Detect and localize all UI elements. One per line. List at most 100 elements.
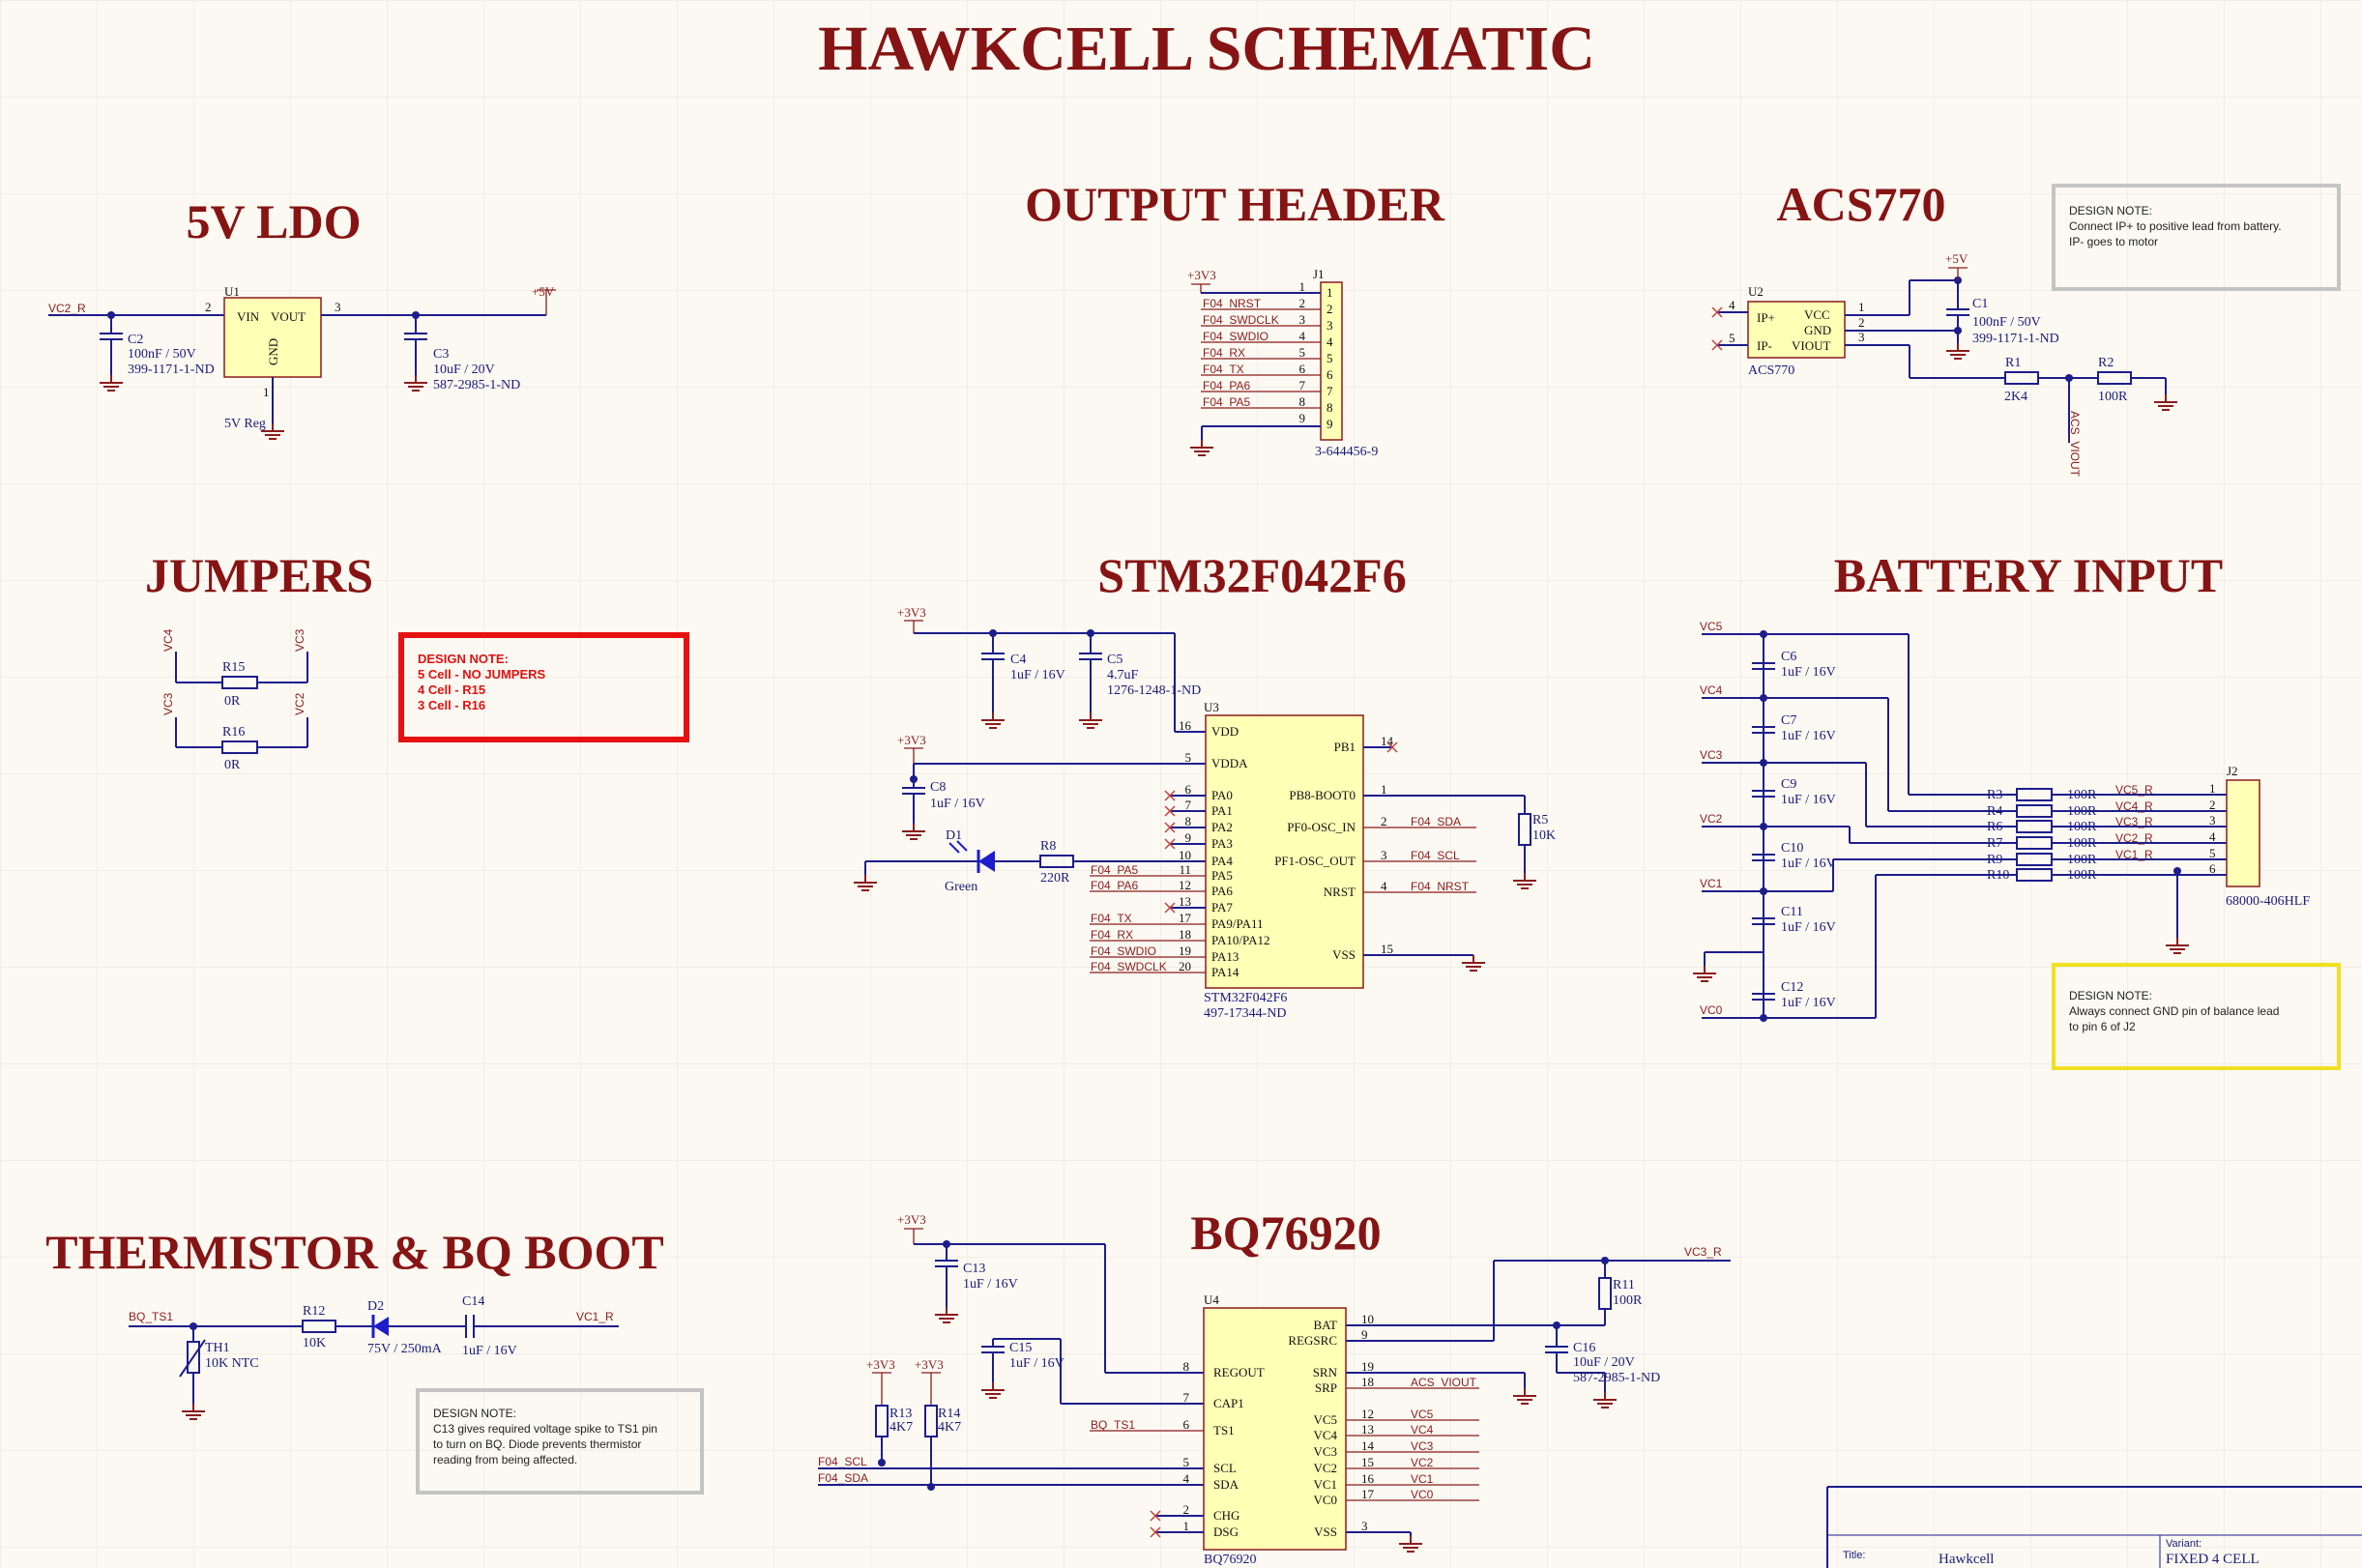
u4-right-pin-net: VC4 — [1411, 1423, 1434, 1437]
u3-right-pin-net: F04_NRST — [1411, 880, 1470, 893]
note-battery-line1: Always connect GND pin of balance lead — [2069, 1004, 2279, 1018]
battery-res-ref: R7 — [1987, 836, 2002, 851]
u4-right-pin-name: VSS — [1314, 1524, 1337, 1539]
battery-cap-value: 1uF / 16V — [1781, 793, 1836, 807]
j1-pwr: +3V3 — [1187, 268, 1216, 282]
u3-right-pin-net: F04_SCL — [1411, 849, 1460, 862]
u1-vout: VOUT — [271, 309, 306, 324]
u4-right-pin-net: VC0 — [1411, 1488, 1434, 1501]
d2-ref: D2 — [367, 1299, 384, 1314]
u3-left-pin-num: 10 — [1179, 848, 1191, 862]
c5-value: 4.7uF — [1107, 668, 1139, 682]
j1-part: 3-644456-9 — [1315, 445, 1378, 459]
u4-right-pin-num: 10 — [1361, 1312, 1374, 1326]
design-note-jumpers: DESIGN NOTE: 5 Cell - NO JUMPERS 4 Cell … — [398, 632, 689, 742]
battery-cap-ref: C9 — [1781, 777, 1796, 792]
u4-right-pin-name: VC1 — [1313, 1477, 1337, 1492]
c2-value: 100nF / 50V — [128, 347, 196, 362]
u2-gnd: GND — [1804, 323, 1831, 337]
u4-right-pin-name: BAT — [1313, 1318, 1337, 1332]
u3-left-pin-name: PA10/PA12 — [1211, 933, 1269, 947]
bq-pwr1: +3V3 — [897, 1212, 926, 1227]
d2-value: 75V / 250mA — [367, 1342, 443, 1356]
j2-pin-num: 4 — [2209, 829, 2216, 844]
r15-ref: R15 — [222, 660, 245, 675]
r14-ref: R14 — [938, 1407, 960, 1421]
u3-left-pin-num: 6 — [1185, 782, 1192, 797]
note-therm-line1: C13 gives required voltage spike to TS1 … — [433, 1422, 657, 1436]
battery-net: VC2 — [1700, 812, 1723, 826]
net-bq-ts1: BQ_TS1 — [129, 1310, 173, 1323]
c15-value: 1uF / 16V — [1009, 1356, 1064, 1371]
u1-vin: VIN — [237, 309, 260, 324]
battery-net: VC3 — [1700, 748, 1723, 762]
u4-right-pin-num: 3 — [1361, 1519, 1368, 1533]
u3-left-pin-name: VDDA — [1211, 756, 1248, 770]
u3-left-pin-name: PA14 — [1211, 965, 1239, 979]
c14-ref: C14 — [462, 1294, 484, 1309]
u3-left-pin-name: VDD — [1211, 724, 1239, 739]
battery-cap-value: 1uF / 16V — [1781, 665, 1836, 680]
u3-partnum: 497-17344-ND — [1204, 1006, 1287, 1021]
note-jumpers-line3: 3 Cell - R16 — [418, 698, 485, 712]
note-therm-title: DESIGN NOTE: — [433, 1407, 516, 1420]
c16-ref: C16 — [1573, 1341, 1595, 1355]
j1-pin-label: 8 — [1327, 400, 1333, 415]
r12-ref: R12 — [303, 1304, 325, 1319]
u4-right-pin-num: 9 — [1361, 1327, 1368, 1342]
section-ldo: 5V LDO — [186, 194, 361, 248]
battery-cap-ref: C11 — [1781, 905, 1803, 919]
battery-cap-value: 1uF / 16V — [1781, 920, 1836, 935]
u4-right-pin-name: SRP — [1315, 1380, 1337, 1395]
u3-right-pin-name: PB1 — [1334, 740, 1356, 754]
mcu-pwr1: +3V3 — [897, 605, 926, 620]
u3-left-pin-name: PA0 — [1211, 788, 1233, 802]
u3-left-pin-num: 13 — [1179, 894, 1191, 909]
u4-left-pin-name: CAP1 — [1213, 1396, 1244, 1410]
j2-pin-num: 6 — [2209, 861, 2216, 876]
c2-ref: C2 — [128, 333, 143, 347]
battery-cap-ref: C10 — [1781, 841, 1803, 856]
note-acs-line1: Connect IP+ to positive lead from batter… — [2069, 219, 2282, 233]
j1-pin-net: F04_NRST — [1203, 297, 1262, 310]
u3-left-pin-num: 20 — [1179, 959, 1191, 973]
r12-value: 10K — [303, 1336, 326, 1350]
battery-cap-value: 1uF / 16V — [1781, 996, 1836, 1010]
c3-partnum: 587-2985-1-ND — [433, 378, 520, 392]
c2-partnum: 399-1171-1-ND — [128, 363, 215, 377]
u2-pin1: 1 — [1858, 300, 1865, 314]
u4-right-pin-num: 16 — [1361, 1471, 1375, 1486]
u3-left-pin-num: 16 — [1179, 718, 1192, 733]
r13-ref: R13 — [889, 1407, 912, 1421]
title-block: Title: Hawkcell Variant: FIXED 4 CELL — [1826, 1486, 2362, 1568]
u3-right-pin-name: VSS — [1332, 947, 1356, 962]
j1-pin-net: F04_RX — [1203, 346, 1245, 360]
j1-pin-label: 5 — [1327, 351, 1333, 365]
u3-right-pin-num: 1 — [1381, 782, 1387, 797]
u3-left-pin-name: PA13 — [1211, 949, 1239, 964]
u1-part: 5V Reg — [224, 417, 266, 431]
u3-left-pin-net: F04_SWDIO — [1091, 944, 1156, 958]
u3-left-pin-num: 12 — [1179, 878, 1191, 892]
j2-part: 68000-406HLF — [2226, 894, 2310, 909]
u2-acs-chip — [1747, 301, 1846, 359]
r15-value: 0R — [224, 694, 241, 709]
j1-pin-label: 6 — [1327, 367, 1333, 382]
r11-ref: R11 — [1613, 1278, 1635, 1292]
u4-left-pin-num: 8 — [1183, 1359, 1190, 1374]
u3-left-pin-num: 8 — [1185, 814, 1192, 828]
note-therm-line3: reading from being affected. — [433, 1453, 577, 1466]
tb-variant-label: Variant: — [2166, 1538, 2202, 1550]
j1-pin-num: 1 — [1299, 279, 1306, 294]
note-jumpers-line2: 4 Cell - R15 — [418, 682, 485, 697]
c1-ref: C1 — [1972, 297, 1988, 311]
battery-cap-ref: C7 — [1781, 713, 1796, 728]
j2-pin-num: 2 — [2209, 798, 2216, 812]
u2-ref: U2 — [1748, 284, 1764, 299]
u2-pin5: 5 — [1729, 331, 1735, 345]
r2-ref: R2 — [2098, 356, 2114, 370]
r13-value: 4K7 — [889, 1420, 913, 1435]
battery-res-ref: R9 — [1987, 853, 2002, 867]
c13-value: 1uF / 16V — [963, 1277, 1018, 1292]
